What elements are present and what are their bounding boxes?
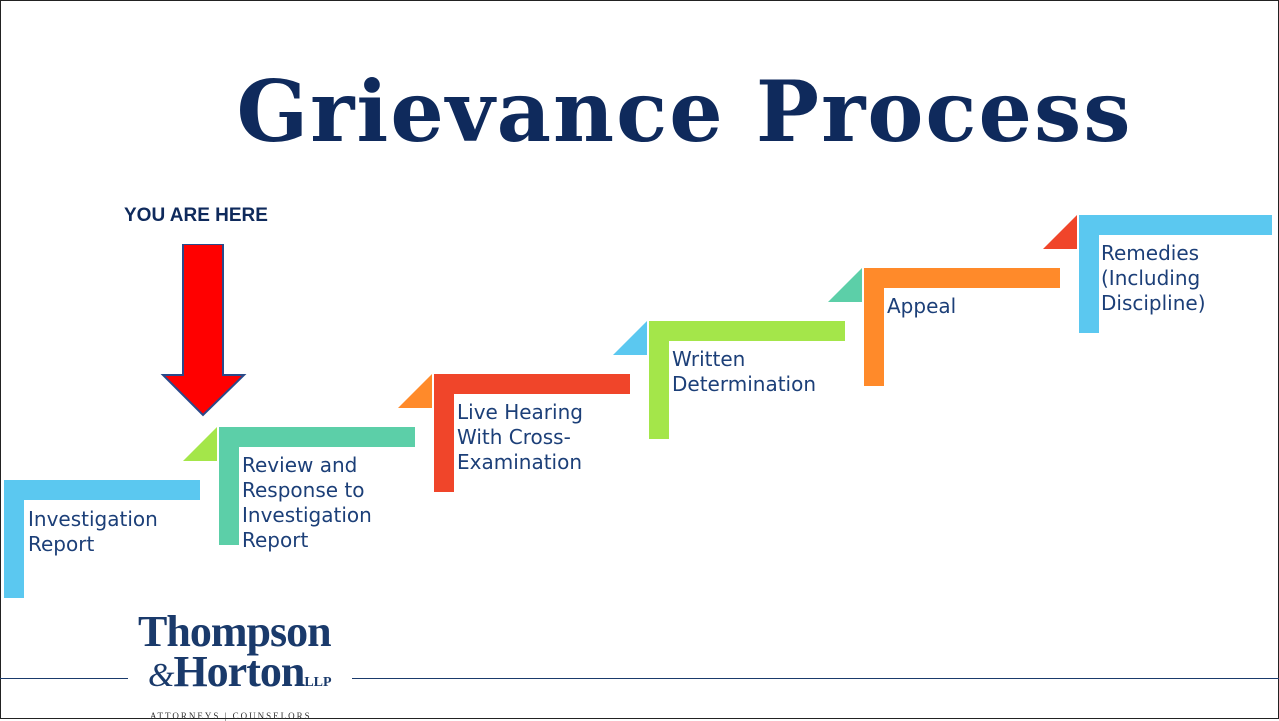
step-bracket-1	[4, 480, 200, 598]
footer-line-left	[0, 678, 128, 679]
step-bracket-3	[434, 374, 630, 492]
step-label-remedies: Remedies (Including Discipline)	[1101, 241, 1206, 315]
logo-horton: Horton	[173, 647, 305, 696]
step-label-written-determination: Written Determination	[672, 347, 817, 396]
step-connector-triangle-2	[398, 374, 432, 408]
step-label-investigation-report: Investigation Report	[28, 507, 158, 556]
step-label-appeal: Appeal	[887, 294, 957, 318]
step-connector-triangle-3	[613, 321, 647, 355]
step-bracket-2	[219, 427, 415, 545]
step-label-review-and-response: Review and Response to Investigation Rep…	[242, 453, 372, 552]
step-bracket-4	[649, 321, 845, 439]
step-label-live-hearing: Live Hearing With Cross- Examination	[457, 400, 583, 474]
footer-line-right	[352, 678, 1279, 679]
step-connector-triangle-5	[1043, 215, 1077, 249]
logo-text-horton: &HortonLLP	[138, 650, 348, 703]
down-arrow-icon	[160, 244, 247, 417]
step-connector-triangle-1	[183, 427, 217, 461]
logo-llp: LLP	[304, 675, 332, 690]
step-connector-triangle-4	[828, 268, 862, 302]
company-logo: Thompson &HortonLLP ATTORNEYS | COUNSELO…	[138, 607, 348, 721]
step-bracket-6	[1079, 215, 1272, 333]
logo-ampersand: &	[148, 657, 174, 694]
logo-tagline: ATTORNEYS | COUNSELORS	[150, 711, 312, 721]
slide-title: Grievance Process	[236, 62, 1133, 161]
you-are-here-label: YOU ARE HERE	[124, 205, 268, 226]
logo-text-thompson: Thompson	[138, 607, 332, 656]
step-bracket-5	[864, 268, 1060, 386]
